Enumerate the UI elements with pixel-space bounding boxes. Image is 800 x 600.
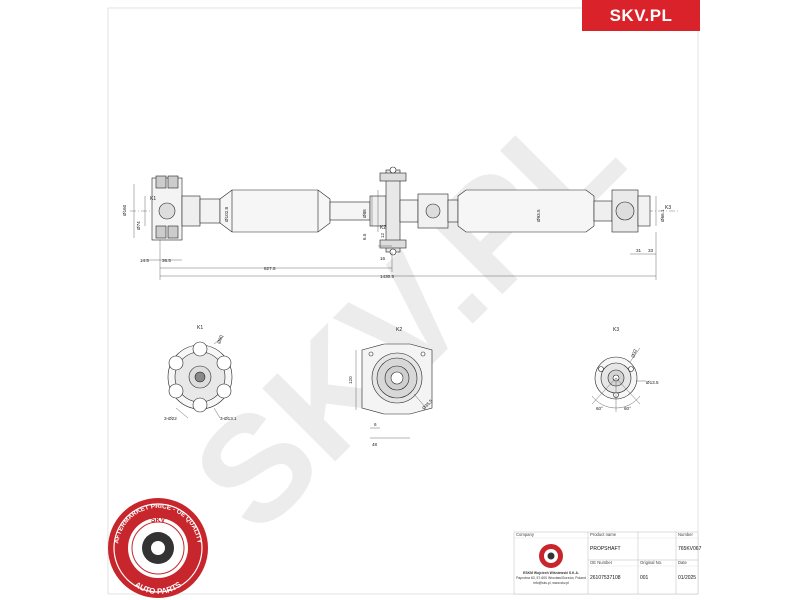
watermark: SKV.PL	[161, 70, 653, 562]
section-label-k1: K1	[150, 196, 156, 202]
view-k1-holes2: 3-Ø13.1	[220, 416, 237, 421]
company-logo	[539, 544, 563, 568]
dim-d-right-flange: Ø66.1	[660, 209, 665, 222]
watermark-text: SKV.PL	[161, 70, 653, 562]
dim-827-5: 827.5	[264, 266, 276, 271]
tb-original-header: Original No.	[640, 560, 662, 565]
dim-1430-5: 1430.5	[380, 274, 394, 279]
view-k2-height: 120	[348, 376, 353, 384]
view-k1-title: K1	[197, 325, 203, 331]
view-k3-title: K3	[613, 327, 619, 333]
dim-d-tube1: Ø102.8	[224, 206, 229, 222]
tb-oe-number: 26107537108	[590, 575, 621, 581]
tb-company-addr: Paprotna 63, 57-600 Wrocław/Gorzów, Pola…	[516, 576, 586, 580]
dim-33: 33	[648, 248, 654, 253]
view-k2-width2: 48	[372, 442, 378, 447]
dim-16: 16	[380, 256, 386, 261]
view-k3: K3 Ø32 Ø13.5 60° 60°	[591, 327, 659, 412]
view-k1-holes1: 3-Ø22	[164, 416, 177, 421]
dim-12: 12	[380, 232, 385, 238]
section-label-k3: K3	[665, 205, 671, 211]
tb-product-header: Product name	[590, 532, 617, 537]
dim-d-left-flange: Ø74	[136, 221, 141, 230]
dim-d-bearing: Ø88	[362, 209, 367, 218]
dim-14-5: 14.5	[140, 258, 149, 263]
title-block: Company Product name Number PROPSHAFT 76…	[513, 531, 702, 595]
drawing-frame	[107, 7, 699, 595]
view-k2-title: K2	[396, 327, 402, 333]
tb-oe-header: OE Number	[590, 560, 613, 565]
shaft-side-view	[130, 166, 680, 256]
view-k3-dia: Ø13.5	[646, 380, 659, 385]
section-label-k2: K2	[380, 225, 386, 231]
dim-36-5: 36.5	[162, 258, 171, 263]
dim-31: 31	[636, 248, 642, 253]
view-k2: K2 120 Ø35.5 6 48	[348, 327, 434, 447]
seal-center-text: SKV	[151, 517, 166, 524]
view-k3-angle2: 60°	[624, 406, 631, 411]
tb-company-header: Company	[516, 532, 535, 537]
tb-number: 765KV067	[678, 546, 702, 552]
view-k3-bore: Ø32	[630, 348, 638, 358]
view-k3-angle1: 60°	[596, 406, 603, 411]
brand-logo[interactable]: SKV.PL	[582, 0, 700, 31]
side-dimensions	[133, 184, 657, 280]
tb-date-header: Date	[678, 560, 688, 565]
tb-date: 01/2025	[678, 575, 696, 581]
dim-6-5: 6.5	[362, 233, 367, 240]
tb-company-web: info@skv.pl, www.skv.pl	[533, 581, 569, 585]
tb-product-name: PROPSHAFT	[590, 546, 621, 552]
seal: AFTERMARKET PRICE - OE QUALITY AUTO PART…	[108, 498, 208, 598]
tb-original: 001	[640, 575, 649, 581]
view-k1: K1 3-Ø22 3-Ø13.1 Ø80	[164, 325, 237, 421]
tb-company-name: ESKM Wojciech Wiśniewski S.K.A.	[523, 571, 579, 575]
dim-d-left-outer: Ø160	[122, 204, 127, 216]
view-k1-bore: Ø80	[216, 334, 224, 344]
view-k2-width1: 6	[374, 422, 377, 427]
tb-number-header: Number	[678, 532, 693, 537]
dim-d-tube2: Ø93.5	[536, 209, 541, 222]
brand-name: SKV.PL	[609, 5, 673, 25]
